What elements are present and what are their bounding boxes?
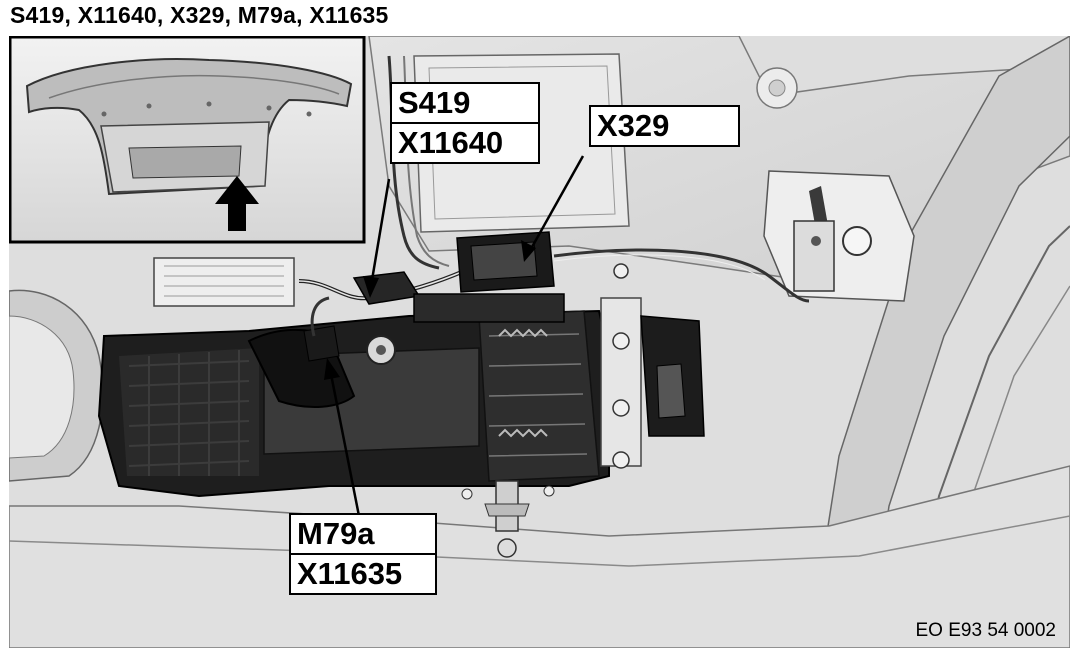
callout-label-x11635: X11635 xyxy=(291,553,435,593)
callout-s419-x11640: S419 X11640 xyxy=(390,82,540,164)
callout-label-x11640: X11640 xyxy=(392,122,538,162)
callout-x329: X329 xyxy=(589,105,740,147)
location-arrow-icon xyxy=(215,176,259,231)
callout-leader-lines xyxy=(327,155,585,517)
technical-illustration: S419 X11640 X329 M79a X11635 EO E93 54 0… xyxy=(9,36,1070,648)
callout-label-s419: S419 xyxy=(398,85,471,120)
inset-trunk-lid-view xyxy=(9,36,366,244)
callout-label-x329: X329 xyxy=(597,108,670,143)
callout-label-m79a: M79a xyxy=(297,516,375,551)
page-title: S419, X11640, X329, M79a, X11635 xyxy=(10,2,389,28)
callout-m79a-x11635: M79a X11635 xyxy=(289,513,437,595)
callout-arrowheads xyxy=(324,240,536,380)
figure-code: EO E93 54 0002 xyxy=(915,620,1057,641)
